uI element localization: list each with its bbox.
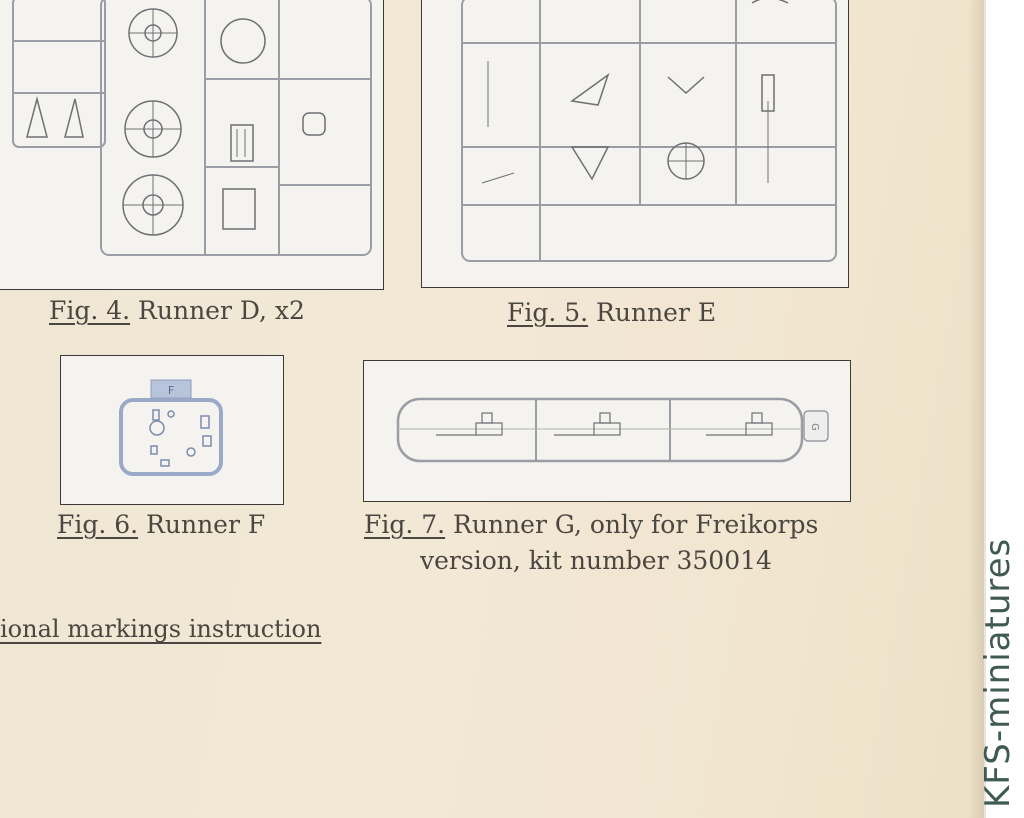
runner-g-figure: G (363, 360, 851, 502)
runner-d-figure (0, 0, 384, 290)
fig6-caption: Fig. 6. Runner F (57, 510, 265, 539)
fig5-text: Runner E (588, 298, 717, 327)
runner-f-figure: F (60, 355, 284, 505)
fig7-caption: Fig. 7. Runner G, only for Freikorps (364, 510, 818, 539)
runner-g-tag: G (809, 423, 820, 431)
fig6-text: Runner F (138, 510, 266, 539)
kfs-miniatures-watermark: KFS-miniatures (978, 537, 1018, 808)
fig5-caption: Fig. 5. Runner E (507, 298, 716, 327)
fig4-caption: Fig. 4. Runner D, x2 (49, 296, 305, 325)
fig7-text: Runner G, only for Freikorps (445, 510, 819, 539)
page-edge-shadow (968, 0, 986, 818)
fig7-label: Fig. 7. (364, 510, 446, 539)
runner-d-drawing (12, 0, 372, 256)
fig4-text: Runner D, x2 (130, 296, 305, 325)
runner-g-drawing: G (396, 397, 829, 463)
runner-e-drawing (461, 0, 837, 262)
markings-instruction-heading: ional markings instruction (0, 615, 322, 643)
runner-f-drawing: F (119, 379, 223, 476)
runner-e-figure (421, 0, 849, 288)
fig7-caption-line2: version, kit number 350014 (420, 546, 772, 575)
fig4-label: Fig. 4. (49, 296, 131, 325)
runner-f-tag: F (168, 384, 174, 397)
fig5-label: Fig. 5. (507, 298, 589, 327)
fig6-label: Fig. 6. (57, 510, 139, 539)
